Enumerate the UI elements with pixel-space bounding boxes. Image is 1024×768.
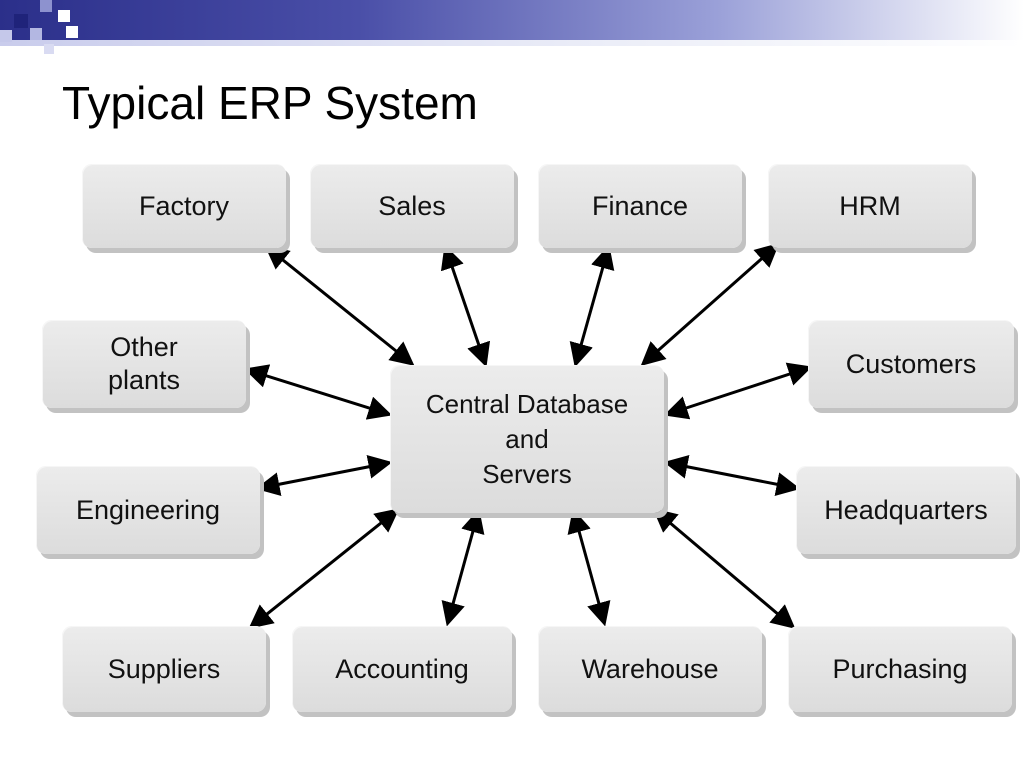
decorative-square bbox=[40, 0, 52, 12]
arrow-accounting bbox=[441, 508, 485, 627]
decorative-square bbox=[66, 26, 78, 38]
node-finance: Finance bbox=[538, 164, 742, 248]
node-sales: Sales bbox=[310, 164, 514, 248]
node-label: Warehouse bbox=[581, 653, 719, 684]
node-label: Accounting bbox=[335, 653, 469, 684]
node-label: Sales bbox=[378, 190, 446, 221]
node-engineering: Engineering bbox=[36, 466, 260, 554]
node-accounting: Accounting bbox=[292, 626, 512, 712]
node-warehouse: Warehouse bbox=[538, 626, 762, 712]
node-label: Factory bbox=[138, 190, 230, 221]
arrow-warehouse bbox=[567, 508, 611, 627]
node-label: Finance bbox=[591, 190, 689, 221]
node-label: Purchasing bbox=[832, 653, 968, 684]
decorative-square bbox=[14, 14, 28, 28]
node-label: Other plants bbox=[107, 332, 181, 395]
arrow-engineering bbox=[255, 454, 393, 497]
header-underline bbox=[0, 40, 1024, 46]
decorative-square bbox=[0, 30, 12, 42]
node-other-plants: Other plants bbox=[42, 320, 246, 408]
node-hrm: HRM bbox=[768, 164, 972, 248]
arrow-sales bbox=[440, 244, 491, 368]
node-label: Customers bbox=[845, 348, 977, 379]
node-label: Engineering bbox=[75, 494, 221, 525]
node-suppliers: Suppliers bbox=[62, 626, 266, 712]
node-factory: Factory bbox=[82, 164, 286, 248]
slide-title: Typical ERP System bbox=[62, 77, 478, 129]
node-label: HRM bbox=[839, 190, 901, 221]
arrow-finance bbox=[569, 244, 615, 368]
node-label: Suppliers bbox=[107, 653, 221, 684]
node-central-database: Central Database and Servers bbox=[390, 365, 664, 513]
decorative-square bbox=[30, 28, 42, 40]
node-customers: Customers bbox=[808, 320, 1014, 408]
header-gradient-bar bbox=[0, 0, 1024, 40]
node-label: Central Database and Servers bbox=[425, 388, 629, 489]
arrow-suppliers bbox=[248, 508, 400, 629]
arrow-purchasing bbox=[652, 508, 796, 629]
arrow-headquarters bbox=[663, 454, 801, 497]
node-headquarters: Headquarters bbox=[796, 466, 1016, 554]
node-label: Headquarters bbox=[824, 494, 988, 525]
decorative-square bbox=[44, 44, 54, 54]
arrow-other-plants bbox=[243, 364, 393, 420]
arrow-hrm bbox=[640, 243, 780, 366]
arrow-factory bbox=[264, 245, 415, 366]
node-purchasing: Purchasing bbox=[788, 626, 1012, 712]
arrow-customers bbox=[663, 362, 813, 420]
decorative-square bbox=[58, 10, 70, 22]
